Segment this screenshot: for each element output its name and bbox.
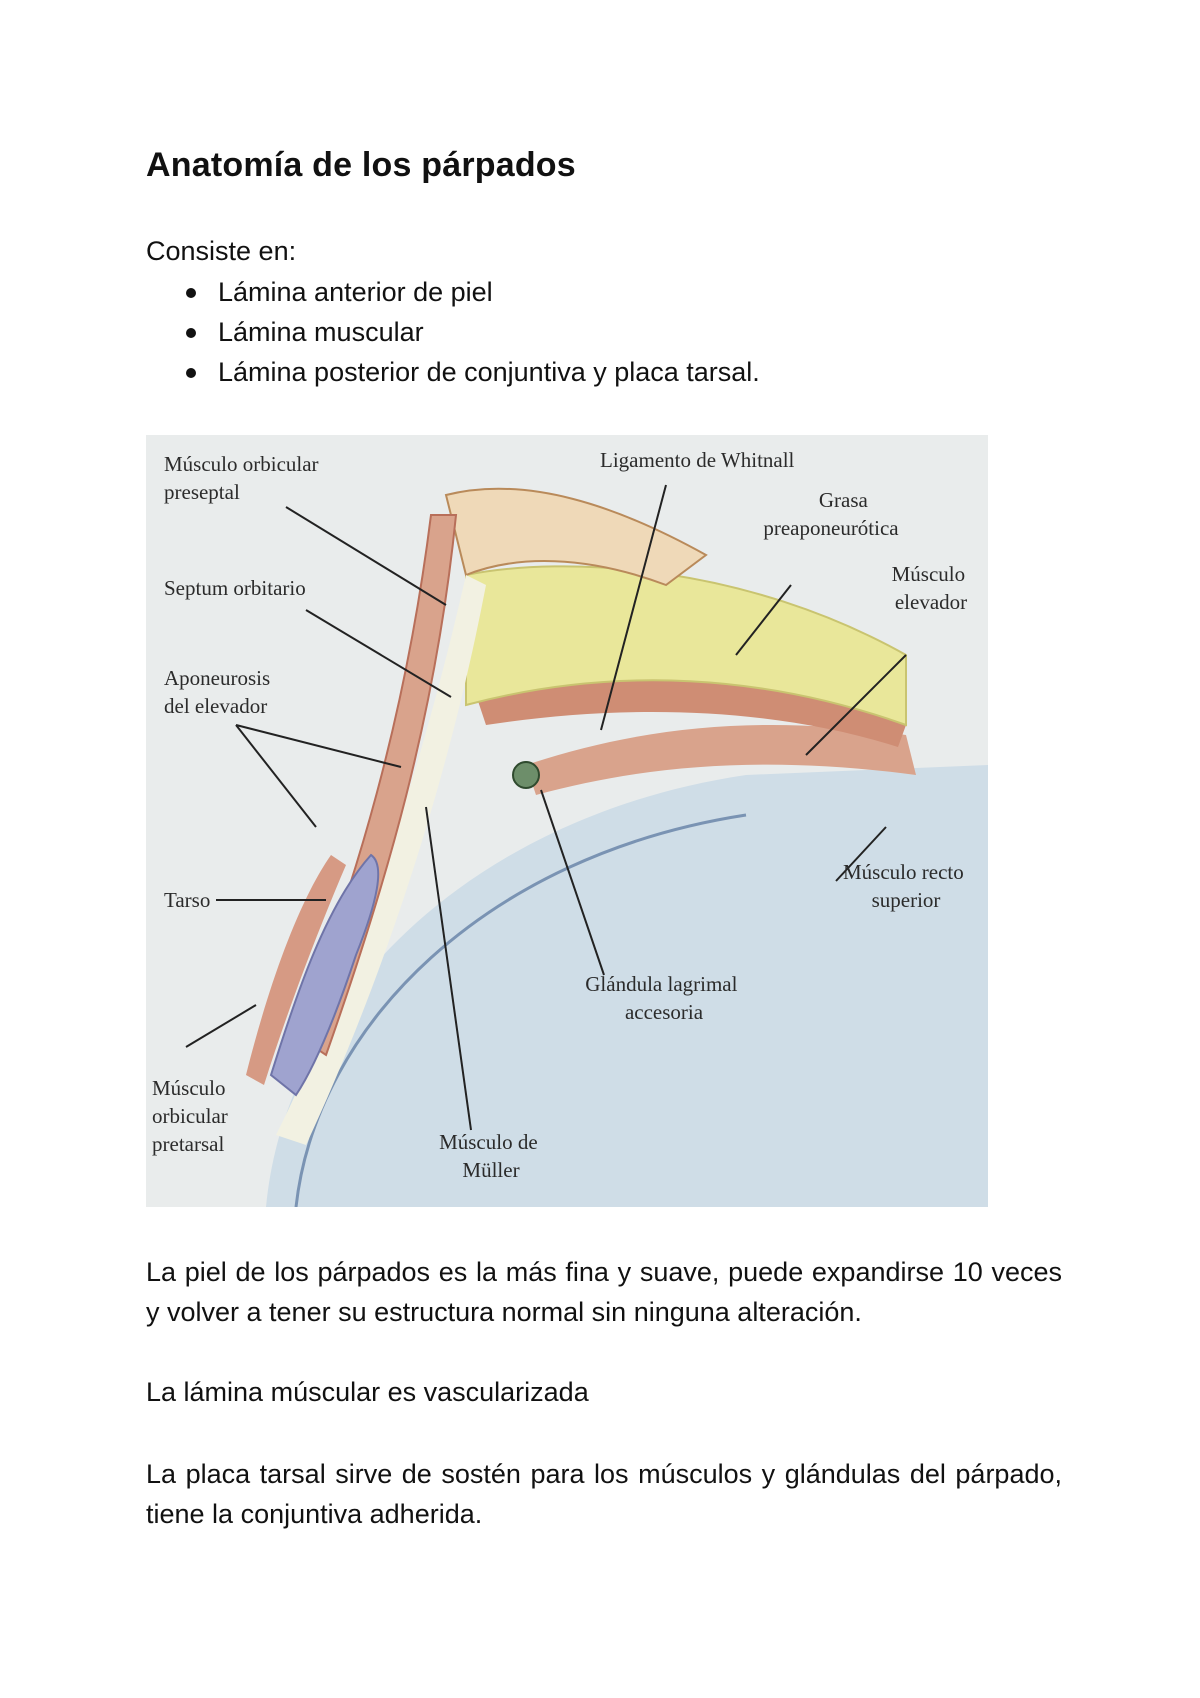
label-septum: Septum orbitario — [164, 576, 306, 600]
orbicularis-pretarsal — [246, 855, 346, 1085]
leader-line — [285, 506, 447, 606]
paragraph: La lámina múscular es vascularizada — [146, 1377, 589, 1407]
list-item: Lámina muscular — [146, 314, 760, 354]
leader-line — [735, 584, 792, 656]
leader-line — [425, 806, 472, 1131]
list-item: Lámina anterior de piel — [146, 274, 760, 314]
label-recto: Músculo recto superior — [843, 860, 969, 912]
paragraph: La placa tarsal sirve de sostén para los… — [146, 1459, 1062, 1529]
label-orbicular-preseptal: Músculo orbicular preseptal — [164, 452, 324, 504]
preaponeurotic-fat — [465, 565, 907, 727]
cornea-outline — [294, 813, 747, 1207]
septum-band — [276, 575, 486, 1145]
label-whitnall: Ligamento de Whitnall — [600, 448, 795, 472]
label-grasa: Grasa preaponeurótica — [763, 488, 899, 540]
leader-line — [185, 1004, 257, 1048]
tarsus — [269, 853, 380, 1097]
leader-line — [235, 724, 317, 828]
list-item: Lámina posterior de conjuntiva y placa t… — [146, 354, 760, 394]
label-muller: Músculo de Müller — [439, 1130, 543, 1182]
leader-line — [805, 654, 907, 756]
accessory-lacrimal-gland — [512, 761, 540, 789]
page-title: Anatomía de los párpados — [146, 146, 576, 184]
intro-text: Consiste en: — [146, 236, 297, 266]
label-aponeurosis: Aponeurosis del elevador — [164, 666, 275, 718]
paragraph: La piel de los párpados es la más fina y… — [146, 1257, 1062, 1327]
leader-line — [235, 724, 402, 768]
leader-line — [835, 826, 887, 882]
label-glandula: Glándula lagrimal accesoria — [585, 972, 742, 1024]
leader-line — [540, 789, 605, 976]
orbital-rim — [444, 487, 708, 587]
label-tarso: Tarso — [164, 888, 210, 912]
eyelid-anatomy-illustration: Músculo orbicular preseptal Septum orbit… — [146, 435, 988, 1207]
eyelid-anatomy-figure: Músculo orbicular preseptal Septum orbit… — [146, 435, 988, 1207]
label-orbicular-pretarsal: Músculo orbicular pretarsal — [152, 1076, 233, 1156]
eyeball — [266, 765, 988, 1207]
label-elevador: Músculo elevador — [892, 562, 971, 614]
leader-line — [600, 484, 667, 731]
leader-line — [305, 609, 452, 698]
layer-list: Lámina anterior de piel Lámina muscular … — [146, 274, 760, 394]
